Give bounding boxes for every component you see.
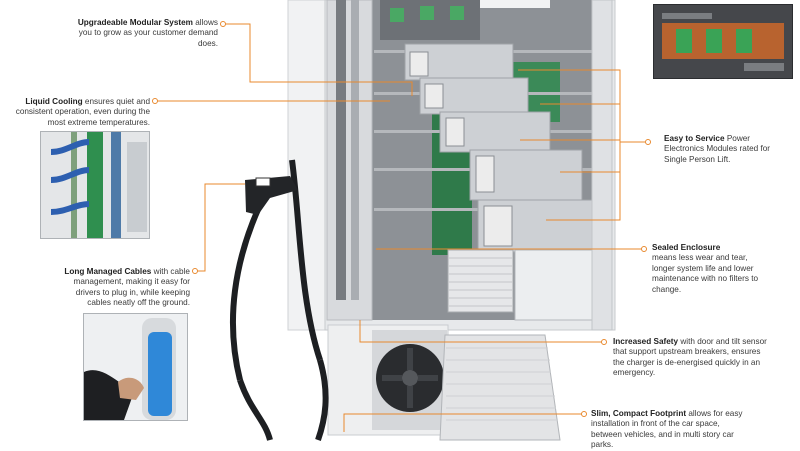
callout-modular-system: Upgradeable Modular System allows you to… bbox=[70, 18, 218, 49]
callout-sealed-body: means less wear and tear, longer system … bbox=[652, 253, 759, 294]
callout-service-body: Power Electronics Modules rated for Sing… bbox=[664, 134, 771, 164]
connector-icon bbox=[245, 176, 298, 215]
callout-safety-title: Increased Safety bbox=[613, 337, 679, 346]
connector-photo bbox=[83, 313, 188, 421]
callout-increased-safety: Increased Safety with door and tilt sens… bbox=[613, 337, 773, 379]
callout-marker bbox=[192, 268, 198, 274]
callout-footprint-body: allows for easy installation in front of… bbox=[591, 409, 743, 450]
callout-marker bbox=[152, 98, 158, 104]
callout-cables-body: with cable management, making it easy fo… bbox=[73, 267, 191, 308]
callout-safety-body: with door and tilt sensor that support u… bbox=[613, 337, 767, 378]
callout-marker bbox=[581, 411, 587, 417]
busbar-photo bbox=[653, 4, 793, 79]
callout-service-title: Easy to Service bbox=[664, 134, 725, 143]
callout-marker bbox=[601, 339, 607, 345]
callout-marker bbox=[220, 21, 226, 27]
callout-cables-title: Long Managed Cables bbox=[64, 267, 152, 276]
callout-modular-title: Upgradeable Modular System bbox=[77, 18, 193, 27]
callout-sealed-enclosure: Sealed Enclosure means less wear and tea… bbox=[652, 243, 762, 295]
callout-modular-body: allows you to grow as your customer dema… bbox=[78, 18, 218, 48]
callout-marker bbox=[641, 246, 647, 252]
callout-easy-service: Easy to Service Power Electronics Module… bbox=[664, 134, 782, 165]
callout-liquid-body: ensures quiet and consistent operation, … bbox=[15, 97, 150, 127]
callout-marker bbox=[645, 139, 651, 145]
cooling-pipes-photo bbox=[40, 131, 150, 239]
callout-compact-footprint: Slim, Compact Footprint allows for easy … bbox=[591, 409, 751, 451]
callout-liquid-cooling: Liquid Cooling ensures quiet and consist… bbox=[10, 97, 150, 128]
callout-footprint-title: Slim, Compact Footprint bbox=[591, 409, 687, 418]
callout-managed-cables: Long Managed Cables with cable managemen… bbox=[50, 267, 190, 309]
callout-sealed-title: Sealed Enclosure bbox=[652, 243, 721, 252]
callout-liquid-title: Liquid Cooling bbox=[25, 97, 83, 106]
